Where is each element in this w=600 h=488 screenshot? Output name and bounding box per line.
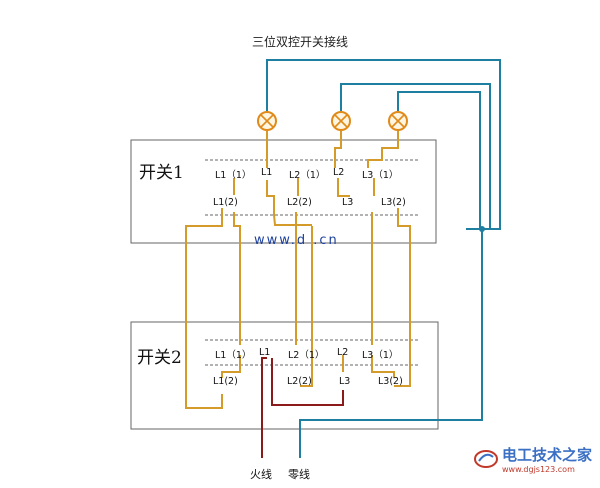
s1-bot-L3-2: L3(2) — [381, 197, 406, 208]
switch2-name: 开关2 — [137, 348, 182, 368]
logo-sub-text: www.dgjs123.com — [501, 465, 575, 474]
wire-lamp3-s1L3 — [367, 131, 399, 168]
live-main — [261, 357, 267, 458]
wire-s2-L3 — [371, 355, 395, 378]
neutral-junction — [479, 226, 485, 232]
s1-bot-L1-2: L1(2) — [213, 197, 238, 208]
lamp-2 — [331, 111, 351, 131]
s2-top-L2-1: L2（1） — [288, 350, 325, 361]
neutral-wire-label: 零线 — [288, 468, 310, 481]
s2-bot-L3-2: L3(2) — [378, 376, 403, 387]
s2-bot-L3: L3 — [339, 376, 351, 387]
traveler-L1-2 — [185, 208, 223, 409]
traveler-L2-2 — [300, 226, 313, 387]
wire-lamp2-s1L2 — [334, 131, 342, 168]
neutral-lamp3 — [397, 91, 481, 229]
s1-bot-L2-2: L2(2) — [287, 197, 312, 208]
lamp-1 — [257, 111, 277, 131]
lamp-3 — [388, 111, 408, 131]
live-to-switch2-L — [271, 358, 344, 406]
traveler-L3-2 — [394, 208, 411, 387]
neutral-wires — [266, 59, 501, 458]
s2-top-L1-1: L1（1） — [215, 350, 252, 361]
s1-bot-L3: L3 — [342, 197, 354, 208]
live-wire-label: 火线 — [250, 468, 272, 481]
wire-s2-L1 — [221, 355, 241, 378]
s2-bot-L2-2: L2(2) — [287, 376, 312, 387]
s1-top-L1: L1 — [261, 167, 273, 178]
s1-top-L2-1: L2（1） — [289, 170, 326, 181]
neutral-bus — [299, 228, 483, 458]
wire-s1-L1-jump — [266, 180, 312, 226]
s2-top-L1: L1 — [259, 347, 271, 358]
logo-main-text: 电工技术之家 — [501, 446, 592, 464]
traveler-L1-1 — [233, 212, 241, 345]
s1-top-L3-1: L3（1） — [362, 170, 399, 181]
switch2-box — [130, 321, 439, 430]
switch1-box — [130, 139, 437, 244]
diagram-title: 三位双控开关接线 — [251, 35, 348, 49]
s2-top-L2: L2 — [337, 347, 349, 358]
s1-top-L2: L2 — [333, 167, 345, 178]
switch1-name: 开关1 — [139, 163, 184, 183]
neutral-lamp2 — [340, 83, 491, 229]
logo-icon — [473, 450, 498, 468]
live-wires — [261, 357, 344, 458]
site-logo: 电工技术之家 www.dgjs123.com — [473, 444, 592, 474]
traveler-wires — [185, 131, 411, 409]
wire-s1-L2-bend — [337, 178, 350, 197]
watermark: www.d .cn — [254, 233, 339, 248]
s2-top-L3-1: L3（1） — [362, 350, 399, 361]
neutral-lamp1 — [266, 59, 501, 230]
s1-top-L1-1: L1（1） — [215, 170, 252, 181]
s2-bot-L1-2: L1(2) — [213, 376, 238, 387]
